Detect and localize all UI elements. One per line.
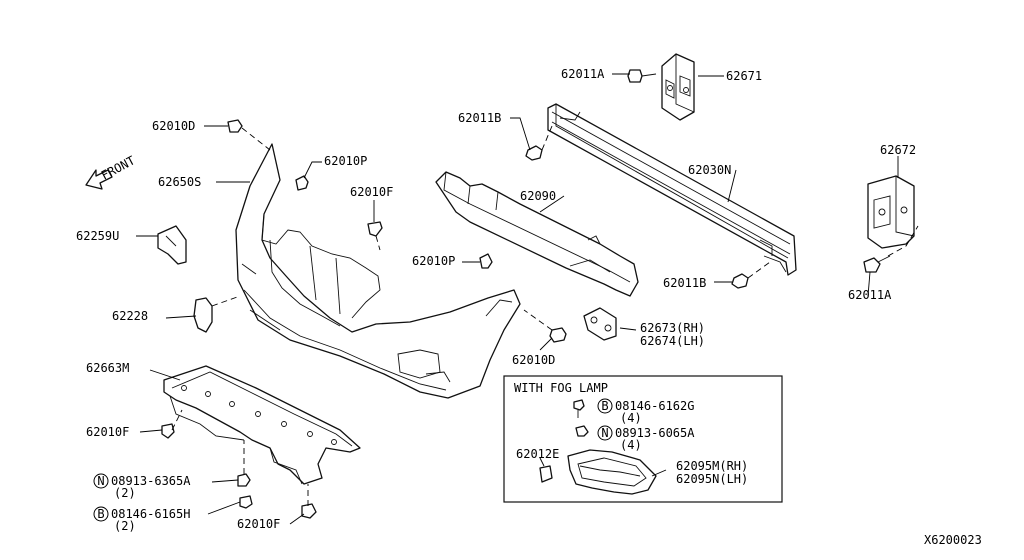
label-62228: 62228: [112, 309, 148, 323]
label-08146-6165H: 08146-6165H: [111, 507, 190, 521]
label-62010P-top: 62010P: [324, 154, 367, 168]
svg-text:N: N: [97, 474, 104, 488]
label-62010F-bottom: 62010F: [237, 517, 280, 531]
label-62674: 62674(LH): [640, 334, 705, 348]
bolt-62011A-top: [627, 69, 657, 83]
front-label: FRONT: [99, 153, 137, 182]
badge-b-bottom: B: [93, 506, 109, 522]
label-62090: 62090: [520, 189, 556, 203]
diagram-id: X6200023: [924, 533, 982, 547]
bolt-62011A-right: [863, 255, 891, 273]
label-62010F-left: 62010F: [86, 425, 129, 439]
clip-62010F-left: [161, 423, 175, 439]
clip-62010P-right: [479, 253, 493, 269]
front-direction-arrow: [85, 169, 113, 190]
badge-b-fog: B: [597, 398, 613, 414]
undercover-62663M: [163, 365, 361, 485]
badge-n-fog: N: [597, 425, 613, 441]
clip-62010P-top: [295, 175, 309, 191]
nut-08913-6365A: [237, 473, 251, 487]
bracket-62673: [583, 307, 617, 341]
qty-08913-6365A: (2): [114, 486, 136, 500]
bracket-62671: [661, 53, 695, 121]
label-62011A-right: 62011A: [848, 288, 892, 302]
label-08913-6365A: 08913-6365A: [111, 474, 191, 488]
nut-62011B-bottom: [731, 273, 749, 289]
badge-n-bottom: N: [93, 473, 109, 489]
svg-text:B: B: [601, 399, 608, 413]
label-62030N: 62030N: [688, 163, 731, 177]
label-62095N: 62095N(LH): [676, 472, 748, 486]
label-62010D-bottom: 62010D: [512, 353, 555, 367]
fog-b-part-label: 08146-6162G: [615, 399, 694, 413]
label-62259U: 62259U: [76, 229, 119, 243]
label-62671: 62671: [726, 69, 762, 83]
svg-text:B: B: [97, 507, 104, 521]
bracket-62672: [867, 175, 915, 249]
label-62650S: 62650S: [158, 175, 201, 189]
bolt-08146-6165H: [239, 495, 253, 509]
label-62010P-right: 62010P: [412, 254, 455, 268]
fog-b-qty-label: (4): [620, 411, 642, 425]
qty-08146-6165H: (2): [114, 519, 136, 533]
label-62663M: 62663M: [86, 361, 129, 375]
label-62095M: 62095M(RH): [676, 459, 748, 473]
fog-n-part-label: 08913-6065A: [615, 426, 695, 440]
label-62673: 62673(RH): [640, 321, 705, 335]
fog-lamp-box-title: WITH FOG LAMP: [514, 381, 608, 395]
label-62010F-center: 62010F: [350, 185, 393, 199]
bumper-fascia-62650S: [235, 143, 521, 399]
cover-62259U: [157, 225, 187, 265]
clip-62010F-bottom: [301, 503, 317, 519]
fog-n-qty-label: (4): [620, 438, 642, 452]
svg-text:N: N: [601, 426, 608, 440]
leader-lines: [136, 73, 919, 525]
clip-62010F-center: [367, 221, 383, 237]
label-62011B-bottom: 62011B: [663, 276, 706, 290]
energy-absorber-62090: [435, 171, 639, 297]
fog-lamp-box: [503, 375, 783, 503]
label-62010D-top: 62010D: [152, 119, 195, 133]
screw-62010D-top: [227, 119, 243, 133]
reinforcement-bar-62030N: [547, 103, 797, 276]
nut-62011B-top: [525, 145, 543, 161]
label-62012E: 62012E: [516, 447, 559, 461]
label-62011A-top: 62011A: [561, 67, 605, 81]
screw-62010D-bottom: [549, 327, 567, 343]
label-62011B-top: 62011B: [458, 111, 501, 125]
cover-62228: [193, 297, 213, 333]
label-62672: 62672: [880, 143, 916, 157]
